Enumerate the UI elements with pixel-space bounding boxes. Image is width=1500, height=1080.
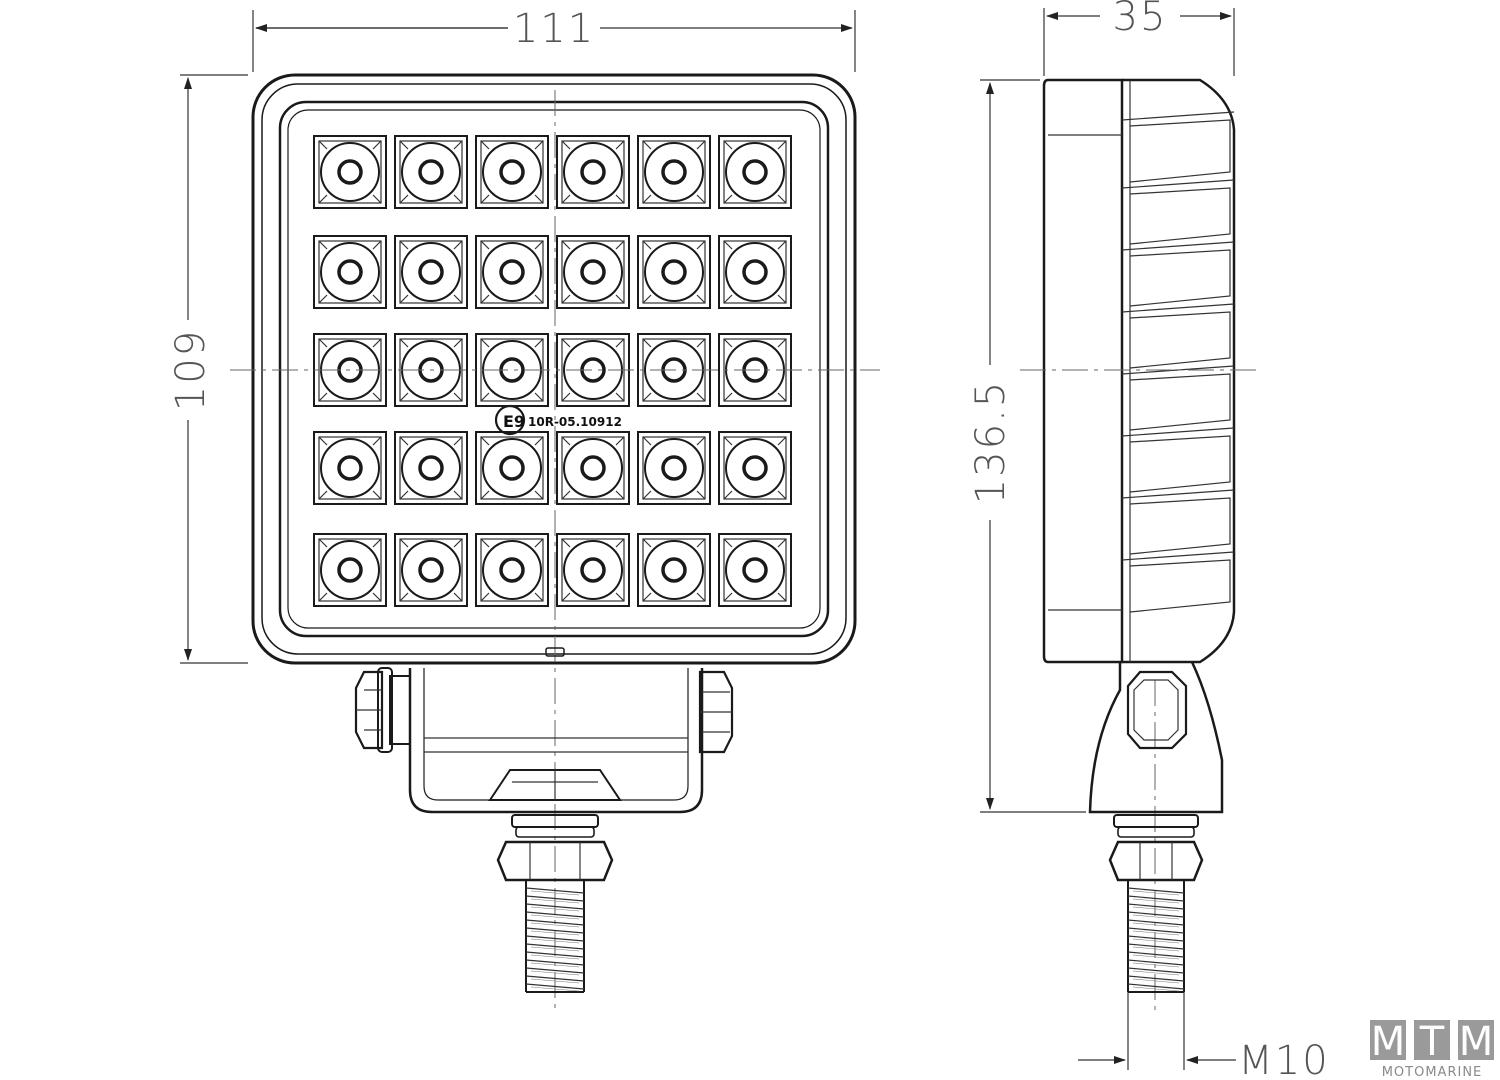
side-housing-fins xyxy=(1122,78,1236,664)
side-view: 35 136.5 M10 xyxy=(968,0,1329,1080)
led-cell xyxy=(637,431,711,505)
led-cell xyxy=(394,235,468,309)
led-grid xyxy=(313,135,792,607)
cooling-fins xyxy=(1121,80,1235,662)
e-mark-text: E9 xyxy=(503,412,525,431)
dimension-depth: 35 xyxy=(1043,0,1235,76)
led-cell xyxy=(475,533,549,607)
side-bracket xyxy=(1088,661,1224,814)
led-cell xyxy=(637,135,711,209)
logo-letter-3: M xyxy=(1459,1019,1494,1065)
led-cell xyxy=(394,135,468,209)
dimension-width-label: 111 xyxy=(513,6,595,52)
dimension-total-height: 136.5 xyxy=(968,79,1086,813)
led-cell xyxy=(556,431,630,505)
lens-frame xyxy=(278,100,830,638)
front-view: E9 10R-05.10912 xyxy=(168,6,880,1010)
dimension-depth-label: 35 xyxy=(1113,0,1168,40)
dimension-total-height-label: 136.5 xyxy=(968,380,1014,505)
logo-letter-1: M xyxy=(1371,1019,1406,1065)
led-cell xyxy=(718,235,792,309)
logo-box-1 xyxy=(1370,1020,1406,1060)
led-cell xyxy=(718,533,792,607)
side-bolt-assembly xyxy=(1108,814,1204,993)
led-cell xyxy=(556,533,630,607)
dimension-width: 111 xyxy=(252,6,856,72)
dimension-thread: M10 xyxy=(1078,992,1329,1080)
drain-marker xyxy=(545,647,565,657)
led-cell xyxy=(313,135,387,209)
led-cell xyxy=(637,235,711,309)
dimension-height: 109 xyxy=(168,74,248,664)
led-cell xyxy=(475,135,549,209)
housing-outer xyxy=(251,73,857,665)
logo-box-3 xyxy=(1458,1020,1494,1060)
led-cell xyxy=(475,431,549,505)
led-cell xyxy=(718,135,792,209)
side-housing-front xyxy=(1042,78,1124,664)
e-mark-circle xyxy=(494,404,526,436)
dimension-height-label: 109 xyxy=(168,329,214,411)
dimension-thread-label: M10 xyxy=(1238,1038,1329,1080)
logo-name: MOTOMARINE xyxy=(1382,1065,1483,1080)
housing-inner xyxy=(261,83,847,655)
brand-logo: M T M MOTOMARINE xyxy=(1370,1019,1494,1080)
lens-frame-inner xyxy=(287,109,821,629)
approval-mark: E9 10R-05.10912 xyxy=(494,404,622,436)
logo-letter-2: T xyxy=(1419,1019,1445,1065)
led-cell xyxy=(313,235,387,309)
led-cell xyxy=(637,533,711,607)
led-cell xyxy=(313,533,387,607)
bolt-assembly xyxy=(496,814,614,993)
logo-box-2 xyxy=(1414,1020,1450,1060)
led-cell xyxy=(313,431,387,505)
led-cell xyxy=(475,235,549,309)
led-cell xyxy=(718,431,792,505)
led-cell xyxy=(394,431,468,505)
led-cell xyxy=(556,235,630,309)
mounting-bracket xyxy=(354,667,734,814)
led-cell xyxy=(394,533,468,607)
approval-number: 10R-05.10912 xyxy=(528,415,622,429)
led-cell xyxy=(556,135,630,209)
